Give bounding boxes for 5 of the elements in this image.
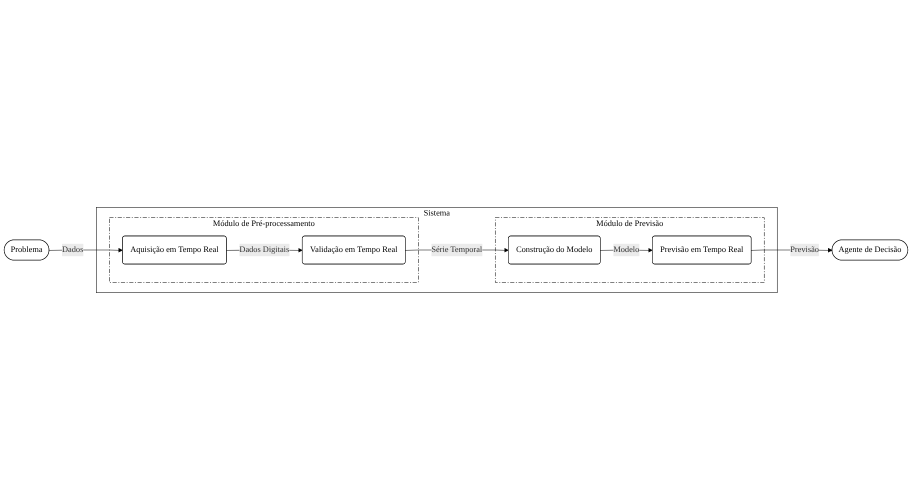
edge-label: Série Temporal [431, 245, 482, 254]
edge-label: Modelo [613, 245, 640, 254]
edge-label: Previsão [790, 245, 819, 254]
edge-label: Dados Digitais [239, 245, 290, 254]
edge-label: Dados [62, 245, 84, 254]
